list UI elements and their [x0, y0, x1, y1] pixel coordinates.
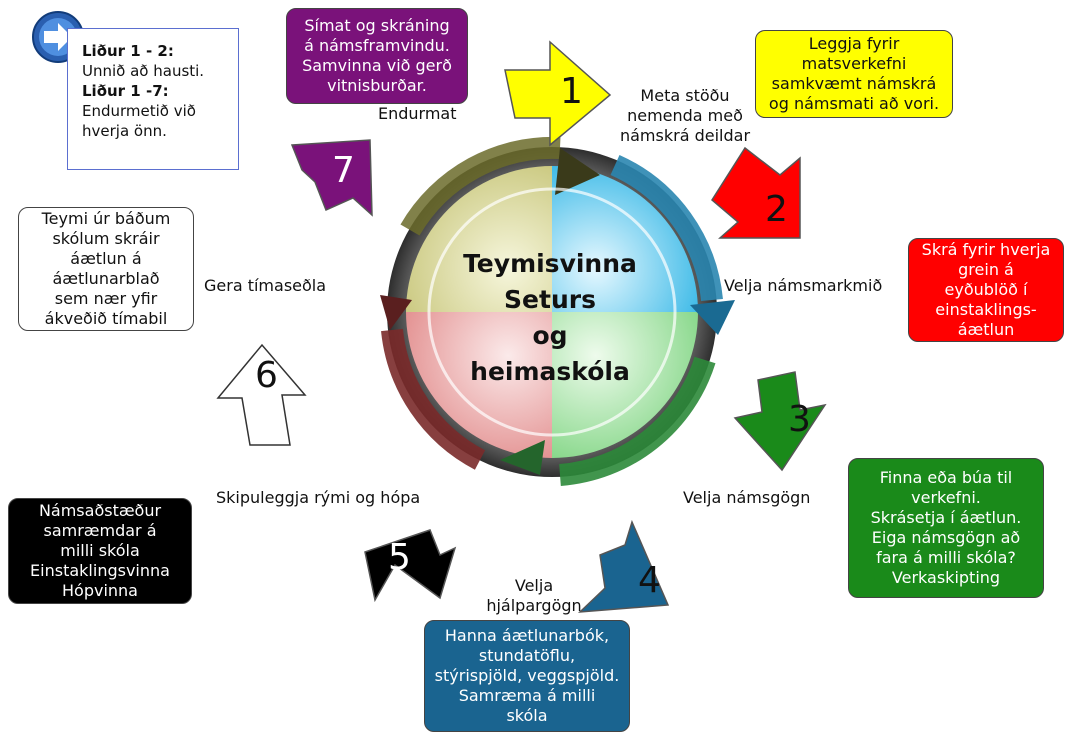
- step-number-7: 7: [332, 150, 355, 191]
- note-line3: Liður 1 -7:: [82, 82, 169, 100]
- step-box-5: Námsaðstæður samræmdar á milli skóla Ein…: [8, 498, 192, 604]
- center-circle: [380, 136, 735, 486]
- step-number-5: 5: [388, 537, 411, 578]
- step-arrow-6: [216, 343, 307, 446]
- note-card: Liður 1 - 2: Unnið að hausti. Liður 1 -7…: [67, 28, 239, 170]
- step-label-4: Velja hjálpargögn: [486, 576, 582, 615]
- step-arrow-2: [711, 146, 801, 239]
- note-line2: Unnið að hausti.: [82, 62, 205, 80]
- step-box-6: Teymi úr báðum skólum skráir áætlun á áæ…: [18, 207, 194, 331]
- step-label-2: Velja námsmarkmið: [724, 276, 883, 295]
- step-arrow-4: [577, 519, 670, 613]
- note-line4: Endurmetið við hverja önn.: [82, 102, 196, 140]
- step-box-2: Skrá fyrir hverja grein á eyðublöð í ein…: [908, 238, 1064, 342]
- step-arrow-1: [504, 40, 612, 147]
- center-title: Teymisvinna Seturs og heimaskóla: [463, 249, 637, 386]
- note-line1: Liður 1 - 2:: [82, 42, 174, 60]
- step-number-6: 6: [255, 355, 278, 396]
- step-label-6: Gera tímaseðla: [204, 276, 327, 295]
- step-arrow-7: [290, 139, 373, 217]
- step-number-1: 1: [560, 71, 583, 112]
- step-label-7: Endurmat: [378, 104, 457, 123]
- step-label-5: Skipuleggja rými og hópa: [216, 488, 421, 507]
- step-label-3: Velja námsgögn: [683, 488, 811, 507]
- step-arrow-5: [364, 529, 457, 603]
- step-label-1: Meta stöðu nemenda með námskrá deildar: [619, 86, 751, 145]
- step-number-4: 4: [638, 560, 661, 601]
- step-box-4: Hanna áætlunarbók, stundatöflu, stýrispj…: [424, 620, 630, 732]
- step-number-3: 3: [788, 399, 811, 440]
- step-box-7: Símat og skráning á námsframvindu. Samvi…: [286, 8, 468, 104]
- step-box-3: Finna eða búa til verkefni. Skrásetja í …: [848, 458, 1044, 598]
- step-number-2: 2: [765, 189, 788, 230]
- step-arrow-3: [733, 371, 827, 472]
- step-box-1: Leggja fyrir matsverkefni samkvæmt námsk…: [755, 30, 953, 118]
